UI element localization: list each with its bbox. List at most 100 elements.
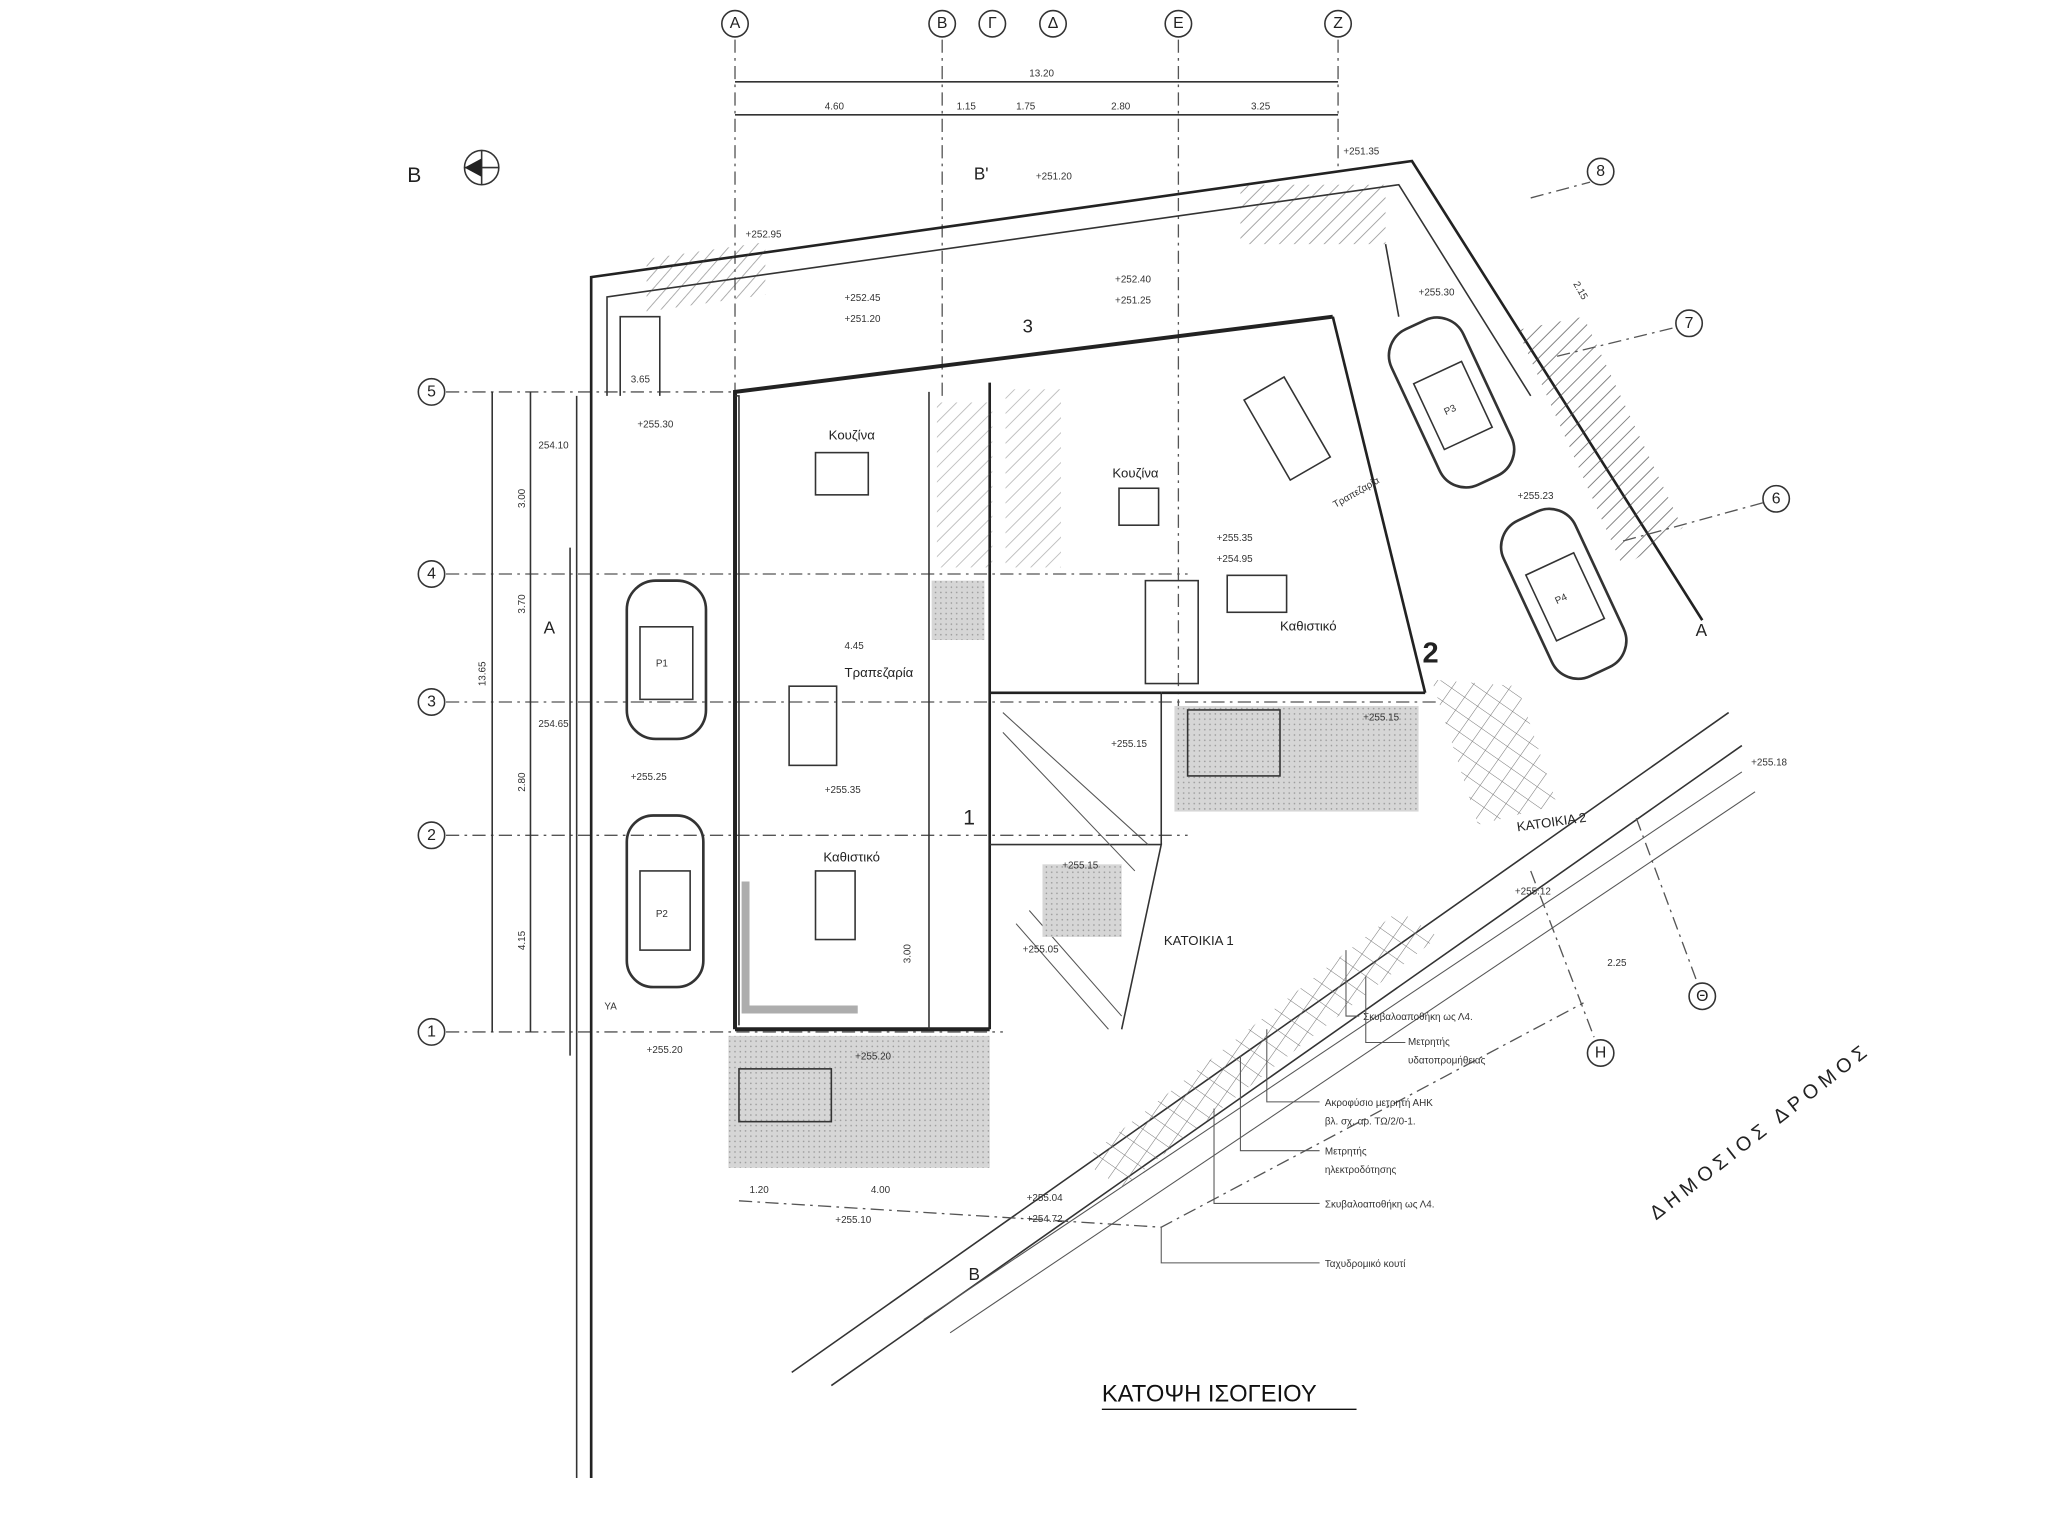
ramp-hatch	[1431, 679, 1558, 825]
grid-label: Η	[1595, 1045, 1606, 1062]
elevation: +254.72	[1027, 1214, 1063, 1225]
annotations: Σκυβαλοαποθήκη ως Λ4. Μετρητής υδατοπρομ…	[1160, 950, 1486, 1270]
dimension-overall: 13.20	[1029, 69, 1054, 80]
elevation: +251.25	[1115, 296, 1151, 307]
elevation: +255.30	[1419, 288, 1455, 299]
grid-row-5: 5	[417, 377, 739, 406]
elevation: +255.15	[1111, 739, 1147, 750]
grid-row-1: 1	[417, 1017, 1003, 1046]
elevation: +255.20	[647, 1045, 683, 1056]
grid-label: 4	[427, 566, 436, 583]
dimension: 2.80	[1111, 102, 1131, 113]
title-text: ΚΑΤΟΨΗ ΙΣΟΓΕΙΟΥ	[1102, 1380, 1317, 1407]
dimension: 2.25	[1607, 958, 1627, 969]
grid-column-z: Z	[1324, 9, 1353, 172]
dimension-overall: 13.65	[478, 661, 489, 686]
unit-label-1: ΚΑΤΟΙΚΙΑ 1	[1164, 933, 1234, 948]
annotation: υδατοπρομήθειας	[1408, 1056, 1486, 1067]
room-label-dining-1: Τραπεζαρία	[845, 665, 914, 680]
dimension: 1.15	[957, 102, 977, 113]
parking-hatch-east	[1517, 316, 1683, 568]
annotation: Μετρητής	[1408, 1037, 1450, 1048]
parking-label: P4	[1554, 592, 1570, 607]
elevation: +255.35	[1217, 533, 1253, 544]
elevation: +252.45	[845, 293, 881, 304]
section-marker-b-north: B'	[974, 163, 989, 183]
grid-6: 6	[1622, 484, 1791, 542]
elevation: +255.15	[1062, 860, 1098, 871]
grid-label: 2	[427, 827, 436, 844]
grid-diagonal: 8 7 6 Η Θ	[1530, 157, 1791, 1068]
elevation: 254.10	[538, 441, 569, 452]
grid-label: 6	[1772, 490, 1781, 507]
grid-label: 1	[427, 1023, 436, 1040]
terrace-south	[728, 1035, 990, 1168]
grid-8: 8	[1530, 157, 1615, 199]
grid-label: 8	[1596, 163, 1605, 180]
elevation: +255.25	[631, 772, 667, 783]
elevation: +255.18	[1751, 757, 1787, 768]
car-p2: P2	[625, 814, 705, 989]
elevation: +251.20	[1036, 171, 1072, 182]
top-dimensions: 13.20 4.60 1.15 1.75 2.80 3.25	[735, 69, 1339, 116]
dimension: 1.20	[750, 1185, 770, 1196]
interior-stair-2	[1002, 712, 1149, 1030]
drawing-title: ΚΑΤΟΨΗ ΙΣΟΓΕΙΟΥ	[1102, 1380, 1357, 1410]
room-label-living-1: Καθιστικό	[823, 850, 880, 865]
annotation: Ακροφύσιο μετρητή ΑΗΚ	[1325, 1098, 1433, 1109]
grid-column-g: Γ	[978, 9, 1007, 38]
stair-number-3: 3	[1023, 316, 1033, 337]
room-label-kitchen-1: Κουζίνα	[829, 427, 876, 442]
section-marker-a-west: A	[544, 617, 556, 637]
grid-label: 3	[427, 694, 436, 711]
grid-column-b: B	[928, 9, 957, 396]
annotation: ηλεκτροδότησης	[1325, 1165, 1397, 1176]
terrace-east	[1174, 705, 1419, 812]
grid-label: Γ	[988, 15, 997, 32]
left-dimensions: 13.65 3.00 3.70 2.80 4.15	[478, 391, 571, 1056]
car-p1: P1	[625, 579, 708, 741]
grid-column-d: Δ	[1039, 9, 1068, 38]
elevation: +252.95	[746, 230, 782, 241]
room-label-kitchen-2: Κουζίνα	[1112, 466, 1159, 481]
interior-stair-1	[931, 389, 1061, 640]
dimension: 2.80	[517, 772, 528, 792]
section-marker-a-east: A	[1696, 620, 1708, 640]
dimension: 4.00	[871, 1185, 891, 1196]
grid-column-a: A	[721, 9, 749, 396]
elevation: +255.35	[825, 785, 861, 796]
elevation: +255.04	[1027, 1193, 1063, 1204]
grid-row-2: 2	[417, 821, 1188, 850]
elevation: +255.12	[1515, 887, 1551, 898]
annotation: Σκυβαλοαποθήκη ως Λ4.	[1325, 1199, 1435, 1210]
dimension: 3.65	[631, 375, 651, 386]
grid-columns: A B Γ Δ E Z	[721, 9, 1353, 739]
road-label: ΔΗΜΟΣΙΟΣ ΔΡΟΜΟΣ	[1646, 1038, 1876, 1224]
elevation: +255.15	[1363, 712, 1399, 723]
parking-label: P3	[1443, 403, 1459, 418]
elevation: +251.20	[845, 314, 881, 325]
dimension: 3.70	[517, 594, 528, 614]
elevation: +255.10	[835, 1215, 871, 1226]
grid-theta: Θ	[1635, 817, 1717, 1011]
grid-row-3: 3	[417, 688, 1439, 717]
section-marker-b-south: B	[969, 1264, 980, 1284]
grid-label: 5	[427, 383, 436, 400]
dimension: 3.00	[903, 944, 914, 964]
stair-number-1: 1	[963, 807, 975, 830]
room-label-dining-2: Τραπεζαρία	[1331, 475, 1381, 510]
car-p3: P3	[1387, 316, 1516, 489]
elevation: +255.05	[1023, 945, 1059, 956]
parking-label: P1	[656, 658, 669, 669]
dimension: 2.15	[1570, 280, 1589, 303]
grid-7: 7	[1556, 309, 1704, 357]
grid-eta: Η	[1530, 870, 1615, 1068]
annotation: Σκυβαλοαποθήκη ως Λ4.	[1363, 1012, 1473, 1023]
grid-row-4: 4	[417, 560, 1188, 589]
dimension: 4.15	[517, 930, 528, 950]
grid-label: 7	[1685, 315, 1694, 332]
dimension: 3.25	[1251, 102, 1271, 113]
car-p4: P4	[1499, 507, 1628, 681]
furniture	[738, 375, 1332, 1123]
grid-label: E	[1173, 15, 1184, 32]
